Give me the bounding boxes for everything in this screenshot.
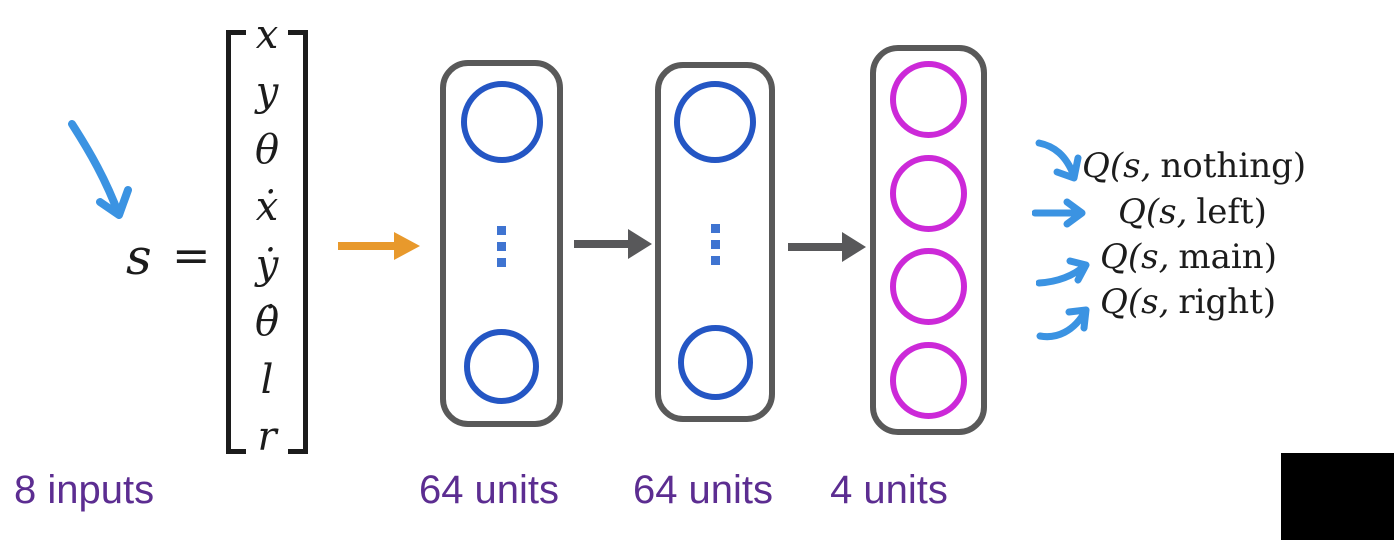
vector-entry: x bbox=[255, 12, 279, 58]
q-label-prefix: Q(s, bbox=[1100, 282, 1170, 322]
black-overlay-box bbox=[1281, 453, 1394, 540]
state-annotation-arrow-icon bbox=[58, 118, 138, 230]
layer-label-3: 4 units bbox=[830, 468, 948, 512]
q-label-suffix: ) bbox=[1292, 146, 1307, 186]
vector-bracket-left-icon bbox=[226, 30, 246, 454]
unit-circle bbox=[464, 329, 539, 404]
q-label-suffix: ) bbox=[1253, 192, 1267, 232]
vector-entry: l bbox=[260, 356, 274, 403]
layer-label-2: 64 units bbox=[632, 468, 774, 512]
q-label: Q(s,left) bbox=[1118, 192, 1267, 232]
q-label-suffix: ) bbox=[1262, 282, 1277, 322]
state-symbol: s bbox=[126, 228, 152, 286]
q-arrow-icon bbox=[1036, 292, 1098, 344]
unit-circle bbox=[890, 154, 967, 232]
unit-circle bbox=[890, 61, 967, 138]
flow-arrow-icon bbox=[786, 227, 870, 267]
ellipsis-dot bbox=[497, 241, 506, 251]
q-label-prefix: Q(s, bbox=[1082, 146, 1152, 186]
inputs-label: 8 inputs bbox=[14, 468, 155, 512]
ellipsis-dot bbox=[710, 255, 720, 265]
unit-circle bbox=[674, 81, 756, 163]
output-layer bbox=[870, 45, 987, 435]
hidden-layer-2 bbox=[655, 62, 775, 422]
ellipsis-dot bbox=[710, 223, 720, 233]
q-label-prefix: Q(s, bbox=[1100, 237, 1170, 277]
unit-circle bbox=[677, 325, 753, 400]
q-label-suffix: ) bbox=[1263, 237, 1277, 277]
state-vector: x y θ ẋ ẏ θ̇ l r bbox=[226, 14, 308, 458]
layer-label-1: 64 units bbox=[418, 468, 560, 512]
ellipsis-dots bbox=[710, 223, 720, 265]
q-label-action: main bbox=[1178, 237, 1264, 277]
q-arrow-icon bbox=[1036, 250, 1098, 294]
q-label: Q(s,main) bbox=[1100, 237, 1277, 277]
q-label-action: nothing bbox=[1160, 146, 1293, 186]
q-label-prefix: Q(s, bbox=[1118, 192, 1188, 232]
vector-entry: y bbox=[255, 69, 279, 116]
unit-circle bbox=[460, 81, 543, 163]
vector-entry: r bbox=[257, 413, 277, 460]
hidden-layer-1 bbox=[440, 60, 563, 427]
vector-entries: x y θ ẋ ẏ θ̇ l r bbox=[240, 14, 294, 458]
vector-entry: ẋ bbox=[255, 184, 279, 231]
q-arrow-icon bbox=[1032, 196, 1096, 230]
q-label-action: right bbox=[1178, 282, 1263, 322]
ellipsis-dot bbox=[497, 257, 506, 267]
unit-circle bbox=[890, 248, 967, 326]
ellipsis-dot bbox=[710, 239, 720, 249]
ellipsis-dot bbox=[497, 225, 506, 235]
vector-entry: θ̇ bbox=[254, 299, 280, 346]
vector-entry: θ bbox=[254, 126, 280, 173]
vector-bracket-right-icon bbox=[288, 30, 308, 454]
q-label: Q(s,nothing) bbox=[1082, 146, 1307, 186]
q-label: Q(s,right) bbox=[1100, 282, 1277, 322]
unit-circle bbox=[890, 341, 967, 419]
vector-entry: ẏ bbox=[255, 241, 279, 288]
q-label-action: left bbox=[1196, 192, 1254, 232]
input-arrow-icon bbox=[336, 226, 424, 266]
equals-sign: = bbox=[172, 228, 211, 282]
q-arrow-icon bbox=[1034, 138, 1088, 190]
ellipsis-dots bbox=[497, 225, 506, 267]
flow-arrow-icon bbox=[572, 224, 656, 264]
